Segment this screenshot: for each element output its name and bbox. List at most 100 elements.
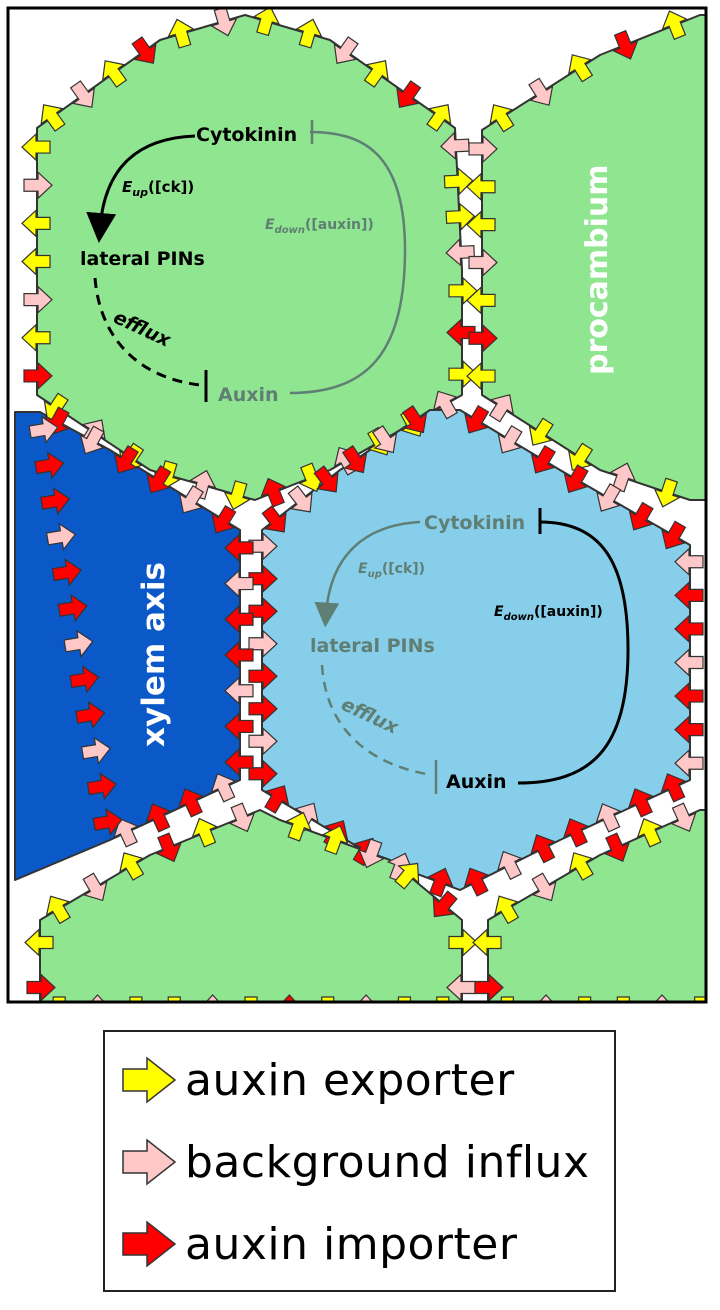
bottom-left-transporter-arrow xyxy=(155,832,182,863)
importer-arrow-icon xyxy=(122,1220,177,1268)
bottom-right-transporter-arrow xyxy=(707,857,720,883)
bottom-right-procambium-cell xyxy=(487,809,706,1002)
center-transporter-arrow xyxy=(595,803,622,833)
top-left-transporter-arrow xyxy=(432,390,458,420)
center-transporter-arrow xyxy=(401,405,428,434)
xylem-transporter-arrow xyxy=(145,803,172,833)
top-right-transporter-arrow xyxy=(528,77,554,106)
top-right-transporter-arrow xyxy=(567,54,594,83)
diagram-frame xyxy=(6,6,708,1004)
xylem-transporter-arrow xyxy=(69,665,100,694)
bottom-right-transporter-arrow xyxy=(670,802,697,832)
bottom-left-transporter-arrow xyxy=(446,973,476,1002)
top-left-transporter-arrow xyxy=(443,166,474,196)
procambium-label: procambium xyxy=(580,164,615,375)
bottom-left-transporter-arrow xyxy=(394,862,420,890)
bottom-left-transporter-arrow xyxy=(44,996,74,1002)
center-transporter-arrow xyxy=(264,785,290,814)
bottom-right-transporter-arrow xyxy=(494,895,520,925)
top-left-transporter-arrow xyxy=(440,131,470,161)
bottom-right-transporter-arrow xyxy=(492,996,522,1002)
center-transporter-arrow xyxy=(674,681,704,711)
top-right-transporter-arrow xyxy=(466,210,496,240)
cell-diagram: Cytokinin Eup([ck]) Edown([auxin]) later… xyxy=(6,6,720,1004)
bottom-left-transporter-arrow xyxy=(428,996,458,1002)
bottom-right-transporter-arrow xyxy=(603,832,630,862)
center-transporter-arrow xyxy=(248,759,278,789)
top-left-transporter-arrow xyxy=(21,247,51,276)
legend-label-exporter: auxin exporter xyxy=(185,1054,515,1106)
center-transporter-arrow xyxy=(674,614,704,644)
top-right-procambium-cell xyxy=(481,14,706,501)
bottom-left-transporter-arrow xyxy=(119,852,145,881)
top-left-transporter-arrow xyxy=(223,480,252,511)
top-right-transporter-arrow xyxy=(707,245,720,271)
bottom-left-transporter-arrow xyxy=(24,928,54,957)
center-transporter-arrow xyxy=(660,773,687,803)
bottom-left-transporter-arrow xyxy=(121,996,151,1002)
top-left-transporter-arrow xyxy=(426,104,452,132)
top-right-transporter-arrow xyxy=(488,394,515,423)
top-right-transporter-arrow xyxy=(466,361,496,391)
center-cytokinin-label: Cytokinin xyxy=(424,512,525,534)
top-eup-label: Eup([ck]) xyxy=(122,178,194,199)
center-transporter-arrow xyxy=(313,465,339,493)
xylem-transporter-arrow xyxy=(28,415,59,444)
center-transporter-arrow xyxy=(661,520,687,550)
top-edown-label: Edown([auxin]) xyxy=(265,217,374,236)
top-right-transporter-arrow xyxy=(528,417,554,446)
top-left-cell-network: Cytokinin Eup([ck]) Edown([auxin]) later… xyxy=(80,120,407,406)
bottom-left-transporter-arrow xyxy=(45,895,71,925)
bottom-left-transporter-arrow xyxy=(321,825,349,856)
legend-label-importer: auxin importer xyxy=(185,1218,518,1270)
xylem-transporter-arrow xyxy=(40,486,71,516)
center-transporter-arrow xyxy=(596,483,622,512)
bottom-right-transporter-arrow xyxy=(608,996,638,1002)
xylem-transporter-arrow xyxy=(92,807,123,837)
top-left-transporter-arrow xyxy=(260,477,287,508)
legend-item-influx: background influx xyxy=(119,1132,589,1192)
top-left-transporter-arrow xyxy=(69,80,96,108)
bottom-left-transporter-arrow xyxy=(236,996,266,1002)
bottom-right-transporter-arrow xyxy=(472,928,502,957)
top-left-transporter-arrow xyxy=(21,208,51,238)
center-transporter-arrow xyxy=(628,788,655,818)
top-left-transporter-arrow xyxy=(448,359,478,389)
bottom-right-transporter-arrow xyxy=(686,996,706,1002)
top-right-transporter-arrow xyxy=(608,462,637,493)
top-right-transporter-arrow xyxy=(707,95,720,121)
top-right-transporter-arrow xyxy=(707,356,720,382)
top-left-transporter-arrow xyxy=(396,80,422,108)
xylem-transporter-arrow xyxy=(224,533,254,563)
legend: auxin exporter background influx auxin i… xyxy=(103,1030,616,1292)
xylem-transporter-arrow xyxy=(210,773,237,803)
xylem-transporter-arrow xyxy=(224,676,254,706)
top-left-transporter-arrow xyxy=(21,132,51,162)
xylem-transporter-arrow xyxy=(211,504,237,534)
top-left-transporter-arrow xyxy=(252,8,281,37)
xylem-transporter-arrow xyxy=(178,788,205,818)
top-right-transporter-arrow xyxy=(661,10,689,41)
top-right-transporter-arrow xyxy=(611,29,639,60)
bottom-left-transporter-arrow xyxy=(432,890,458,918)
xylem-axis-label: xylem axis xyxy=(136,562,172,747)
center-transporter-arrow xyxy=(464,404,490,434)
bottom-left-transporter-arrow xyxy=(228,802,256,833)
top-right-transporter-arrow xyxy=(468,134,498,164)
xylem-transporter-arrow xyxy=(57,593,88,623)
top-left-transporter-arrow xyxy=(445,237,476,267)
top-right-transporter-arrow xyxy=(707,170,720,196)
bottom-right-transporter-arrow xyxy=(531,872,557,902)
center-transporter-arrow xyxy=(674,547,704,577)
bottom-right-transporter-arrow xyxy=(568,852,594,881)
exporter-arrow-icon xyxy=(122,1056,177,1104)
top-right-transporter-arrow xyxy=(468,323,498,353)
legend-item-importer: auxin importer xyxy=(119,1214,517,1274)
xylem-transporter-arrow xyxy=(224,747,254,777)
center-transporter-arrow xyxy=(248,726,278,756)
bottom-right-transporter-arrow xyxy=(707,817,720,843)
xylem-transporter-arrow xyxy=(79,425,105,455)
bottom-left-transporter-arrow xyxy=(159,996,189,1002)
top-left-transporter-arrow xyxy=(333,36,359,64)
xylem-transporter-arrow xyxy=(224,712,254,741)
